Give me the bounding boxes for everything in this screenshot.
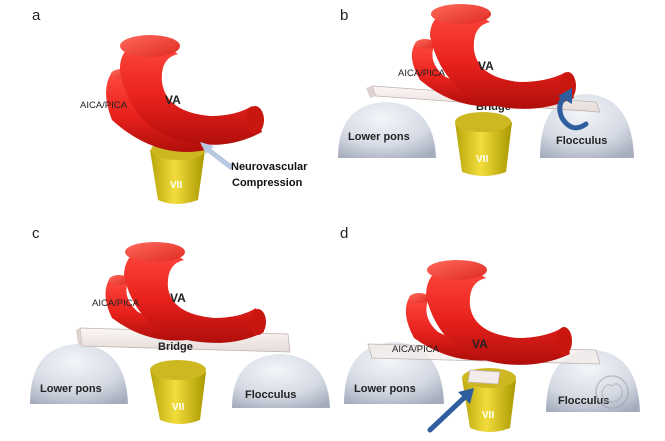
va-label: VA [478, 59, 494, 73]
panel-letter: d [340, 225, 348, 242]
vertebral-artery [124, 242, 266, 343]
nerve-label: VII [482, 410, 494, 421]
aica-pica-label: AICA/PICA [80, 100, 128, 111]
bridge-label: Bridge [158, 341, 193, 353]
nerve-label: VII [172, 402, 184, 413]
aica-pica-label: AICA/PICA [92, 298, 140, 309]
annotation-line1: Neurovascular [231, 161, 308, 173]
compression-arrow [200, 142, 234, 170]
nerve-label: VII [476, 154, 488, 165]
panel-a: a VII AICA/PICA VA Neurovascular Compres… [32, 7, 308, 204]
facial-nerve: VII [150, 360, 206, 424]
va-label: VA [165, 93, 181, 107]
annotation-line2: Compression [232, 177, 303, 189]
panel-d: d Lower pons Flocculus VII [340, 225, 640, 433]
vertebral-artery [119, 35, 264, 145]
panel-c: c Lower pons Flocculus VII Bridge [30, 225, 330, 424]
va-label: VA [170, 291, 186, 305]
vertebral-artery [426, 260, 572, 365]
nerve-label: VII [170, 180, 182, 191]
rotation-arrow [557, 88, 589, 131]
panel-letter: c [32, 225, 40, 242]
panel-letter: b [340, 7, 348, 24]
push-arrow [427, 388, 474, 433]
aica-pica-label: AICA/PICA [398, 68, 446, 79]
aica-pica-label: AICA/PICA [392, 344, 440, 355]
flocculus-label: Flocculus [558, 395, 609, 407]
lower-pons-label: Lower pons [40, 383, 102, 395]
left-dome: Lower pons [30, 344, 128, 404]
flocculus-label: Flocculus [245, 389, 296, 401]
lower-pons-label: Lower pons [348, 131, 410, 143]
panel-letter: a [32, 7, 41, 24]
flocculus-label: Flocculus [556, 135, 607, 147]
va-label: VA [472, 337, 488, 351]
right-dome: Flocculus [232, 354, 330, 408]
brain-logo-watermark [595, 375, 629, 409]
left-dome: Lower pons [338, 102, 436, 158]
bridge-anchor [467, 369, 501, 385]
panel-b: b Lower pons Flocculus VII Bridge [338, 4, 634, 176]
facial-nerve: VII [455, 112, 512, 176]
lower-pons-label: Lower pons [354, 383, 416, 395]
